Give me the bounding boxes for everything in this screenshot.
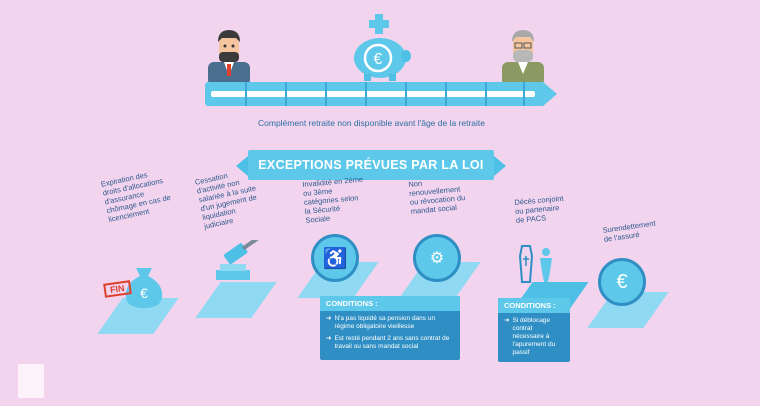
gavel-icon	[216, 240, 263, 280]
exception-label-2: Cessation d'activité non salariée à la s…	[194, 171, 258, 231]
young-man-icon	[208, 30, 250, 86]
piggy-bank-icon: €	[354, 14, 411, 81]
timeline-bar	[205, 82, 545, 106]
conditions-title-right: CONDITIONS :	[498, 298, 570, 313]
svg-text:€: €	[140, 285, 148, 301]
timeline-arrow-icon	[543, 82, 557, 106]
exception-label-6: Surendettement de l'assuré	[602, 218, 657, 244]
exception-label-3: Invalidité en 2ème ou 3ème catégories se…	[302, 174, 364, 225]
coffin-couple-icon	[518, 245, 552, 283]
banner-tail-right	[494, 156, 506, 176]
conditions-box-left: CONDITIONS : ➜N'a pas liquidé sa pension…	[320, 296, 460, 360]
wheelchair-icon: ♿	[311, 234, 359, 282]
conditions-title-left: CONDITIONS :	[320, 296, 460, 311]
banner-tail-left	[236, 156, 248, 176]
exception-label-4: Non renouvellement ou révocation du mand…	[408, 178, 466, 216]
conditions-box-right: CONDITIONS : ➜Si déblocage contrat néces…	[498, 298, 570, 362]
old-man-icon	[502, 30, 544, 86]
condition-item: ➜Est resté pendant 2 ans sans contrat de…	[326, 335, 450, 350]
exceptions-banner: EXCEPTIONS PRÉVUES PAR LA LOI	[248, 150, 494, 180]
euro-down-icon: €	[598, 258, 646, 306]
handshake-icon: ⚙	[413, 234, 461, 282]
money-bag-icon: €	[125, 268, 163, 308]
timeline-caption: Complément retraite non disponible avant…	[258, 118, 486, 128]
brand-logo	[18, 364, 44, 398]
exception-label-1: Expiration des droits d'allocations d'as…	[100, 170, 172, 225]
condition-item: ➜N'a pas liquidé sa pension dans un régi…	[326, 315, 436, 330]
euro-symbol: €	[374, 51, 383, 68]
exception-label-5: Décès conjoint ou partenaire de PACS	[514, 193, 564, 225]
condition-item: ➜Si déblocage contrat nécessaire à l'apu…	[504, 317, 556, 356]
